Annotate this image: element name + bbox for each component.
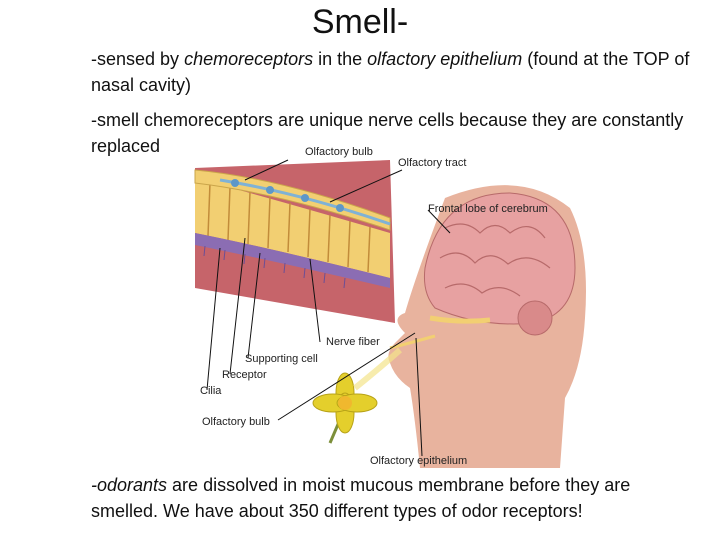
bullet-sensed-by-chemoreceptors: -sensed by chemoreceptors in the olfacto…	[91, 46, 691, 98]
term-olfactory-epithelium: olfactory epithelium	[367, 49, 523, 69]
term-chemoreceptors: chemoreceptors	[184, 49, 314, 69]
olfaction-anatomy-figure: Olfactory bulb Olfactory tract Frontal l…	[194, 146, 586, 468]
slide-title: Smell-	[311, 3, 409, 41]
label-olfactory-tract: Olfactory tract	[398, 157, 466, 169]
odor-stream	[353, 347, 403, 391]
label-receptor: Receptor	[222, 369, 267, 381]
label-olfactory-epithelium: Olfactory epithelium	[370, 455, 467, 467]
magnified-tissue-panel	[194, 160, 395, 323]
leader-lines	[206, 159, 451, 457]
term-odorants: -odorants	[91, 475, 168, 495]
olfactory-bulb-head	[429, 315, 491, 324]
head-profile	[388, 185, 586, 468]
label-frontal-lobe: Frontal lobe of cerebrum	[428, 203, 548, 215]
cerebellum	[517, 300, 553, 336]
bullet1-middle: in the	[313, 49, 368, 69]
bullet1-prefix: -sensed by	[91, 49, 185, 69]
bullet3-text: are dissolved in moist mucous membrane b…	[91, 475, 631, 521]
bullet1-suffix: (found at the TOP of nasal cavity)	[91, 49, 690, 95]
bullet-odorants: -odorants are dissolved in moist mucous …	[91, 472, 691, 524]
label-olfactory-bulb-bottom: Olfactory bulb	[202, 416, 270, 428]
daffodil-flower	[312, 347, 403, 444]
label-supporting-cell: Supporting cell	[245, 353, 318, 365]
label-cilia: Cilia	[200, 385, 222, 397]
label-olfactory-bulb-top: Olfactory bulb	[305, 146, 373, 158]
bullet-constantly-replaced: -smell chemoreceptors are unique nerve c…	[91, 110, 684, 156]
epithelium-layer	[195, 178, 390, 278]
label-nerve-fiber: Nerve fiber	[326, 336, 380, 348]
